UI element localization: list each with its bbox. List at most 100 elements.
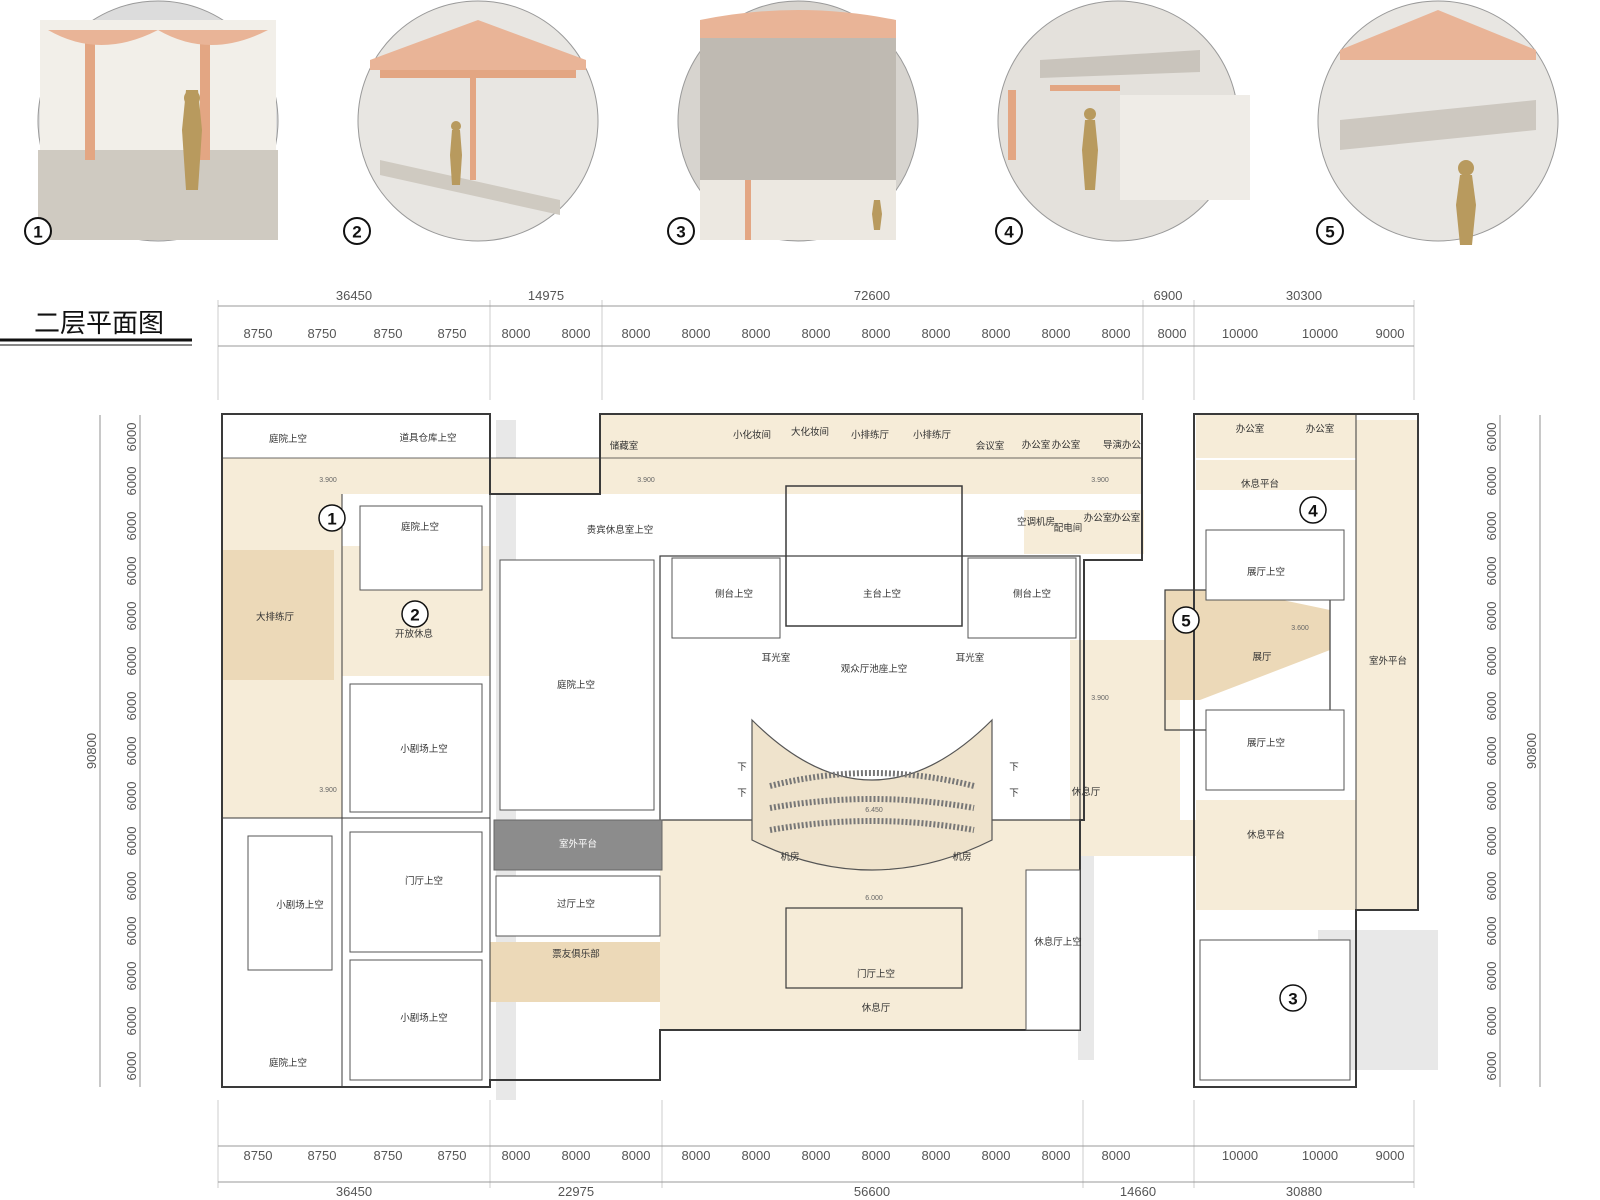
- room-label: 休息平台: [1241, 478, 1279, 490]
- view-number-3: 3: [667, 217, 695, 245]
- room-label: 室外平台: [1369, 655, 1407, 667]
- fan-club: [490, 942, 660, 1002]
- room-label: 办公室: [1052, 439, 1081, 451]
- room-label: 休息厅上空: [1034, 936, 1082, 948]
- dim-bottom-span: 9000: [1376, 1148, 1405, 1163]
- plan-marker-5: 5: [1172, 606, 1200, 634]
- top-total-dims: 36450 14975 72600 6900 30300: [336, 288, 1322, 303]
- level-mark: 3.600: [1291, 625, 1309, 632]
- room-label: 主台上空: [863, 588, 901, 600]
- room-label: 庭院上空: [269, 1057, 307, 1069]
- dim-left-row: 6000: [124, 602, 139, 631]
- view-2: [357, 0, 599, 242]
- dim-top-total: 36450: [336, 288, 372, 303]
- svg-text:4: 4: [1004, 223, 1014, 242]
- dim-left-row: 6000: [124, 512, 139, 541]
- dim-top-span: 10000: [1302, 326, 1338, 341]
- dim-bottom-span: 8750: [374, 1148, 403, 1163]
- room-label: 会议室: [976, 440, 1005, 452]
- rest-platform-south: [1196, 800, 1356, 910]
- dim-top-total: 14975: [528, 288, 564, 303]
- room-label: 导演办公: [1103, 439, 1142, 451]
- dim-top-span: 8000: [502, 326, 531, 341]
- room-label: 展厅上空: [1247, 737, 1285, 749]
- north-offices: [600, 414, 1140, 458]
- level-mark: 3.900: [319, 787, 337, 794]
- dim-bottom-span: 8000: [622, 1148, 651, 1163]
- room-label: 观众厅池座上空: [841, 663, 908, 675]
- rest-platform-north: [1196, 460, 1356, 490]
- bottom-span-dims: 8750 8750 8750 8750 8000 8000 8000 8000 …: [244, 1148, 1405, 1163]
- dim-right-row: 6000: [1484, 1007, 1499, 1036]
- room-label: 机房: [780, 851, 799, 863]
- dim-top-span: 8000: [1158, 326, 1187, 341]
- office-strip: [1024, 510, 1144, 554]
- dim-bottom-total: 14660: [1120, 1184, 1156, 1199]
- dim-top-span: 8000: [922, 326, 951, 341]
- room-label: 办公室: [1236, 423, 1265, 435]
- dim-top-total: 72600: [854, 288, 890, 303]
- dim-bottom-total: 56600: [854, 1184, 890, 1199]
- level-mark: 6.000: [865, 895, 883, 902]
- level-mark: 3.900: [1091, 695, 1109, 702]
- seating: [751, 718, 993, 871]
- svg-text:5: 5: [1325, 223, 1334, 242]
- dim-top-span: 8750: [308, 326, 337, 341]
- dim-bottom-span: 8000: [742, 1148, 771, 1163]
- outdoor-terrace: [493, 819, 663, 871]
- plan-markers: 1 2 3 4 5: [318, 496, 1327, 1012]
- room-label: 配电间: [1054, 522, 1083, 534]
- dim-bottom-total: 30880: [1286, 1184, 1322, 1199]
- room-label: 门厅上空: [405, 875, 443, 887]
- room-label: 票友俱乐部: [552, 948, 600, 960]
- level-mark: 3.900: [319, 477, 337, 484]
- north-corridor: [222, 458, 1142, 494]
- plan-marker-2: 2: [401, 600, 429, 628]
- dim-left-row: 6000: [124, 827, 139, 856]
- dim-bottom-span: 8750: [244, 1148, 273, 1163]
- dim-top-span: 8750: [374, 326, 403, 341]
- dim-right-row: 6000: [1484, 423, 1499, 452]
- dim-top-span: 8000: [682, 326, 711, 341]
- dim-bottom-span: 8000: [1102, 1148, 1131, 1163]
- dim-right-row: 6000: [1484, 512, 1499, 541]
- dim-right-total: 90800: [1524, 733, 1539, 769]
- room-label: 小剧场上空: [400, 1012, 448, 1024]
- room-label: 展厅: [1252, 652, 1272, 663]
- room-label: 休息厅: [1072, 786, 1101, 798]
- perspective-views: [37, 0, 1559, 245]
- dim-top-total: 6900: [1154, 288, 1183, 303]
- dim-bottom-total: 36450: [336, 1184, 372, 1199]
- level-mark: 6.450: [865, 807, 883, 814]
- room-label: 贵宾休息室上空: [587, 524, 654, 536]
- room-label: 耳光室: [762, 652, 791, 664]
- dim-right-row: 6000: [1484, 872, 1499, 901]
- ne-offices: [1196, 414, 1356, 458]
- view-number-2: 2: [343, 217, 371, 245]
- room-label: 小剧场上空: [276, 899, 324, 911]
- room-label: 办公室: [1022, 439, 1051, 451]
- room-label: 休息平台: [1247, 829, 1285, 841]
- room-label: 庭院上空: [401, 521, 439, 533]
- svg-text:5: 5: [1181, 612, 1190, 631]
- view-numbers: 1 2 3 4 5: [24, 217, 1344, 245]
- dim-right-row: 6000: [1484, 647, 1499, 676]
- svg-text:4: 4: [1308, 502, 1318, 521]
- dim-left-row: 6000: [124, 872, 139, 901]
- drawing-title: 二层平面图: [0, 309, 192, 346]
- plan-marker-4: 4: [1299, 496, 1327, 524]
- dim-left-row: 6000: [124, 782, 139, 811]
- dim-bottom-span: 8750: [438, 1148, 467, 1163]
- dim-left-row: 6000: [124, 557, 139, 586]
- dim-right-row: 6000: [1484, 557, 1499, 586]
- level-mark: 3.900: [1091, 477, 1109, 484]
- room-label: 侧台上空: [715, 588, 753, 600]
- rehearsal-hall: [222, 550, 334, 680]
- view-number-1: 1: [24, 217, 52, 245]
- dim-top-span: 8000: [862, 326, 891, 341]
- room-label: 小剧场上空: [400, 743, 448, 755]
- room-label: 开放休息: [395, 628, 433, 640]
- dim-bottom-span: 8750: [308, 1148, 337, 1163]
- dim-left-total: 90800: [84, 733, 99, 769]
- dimension-lines: [99, 300, 1541, 1188]
